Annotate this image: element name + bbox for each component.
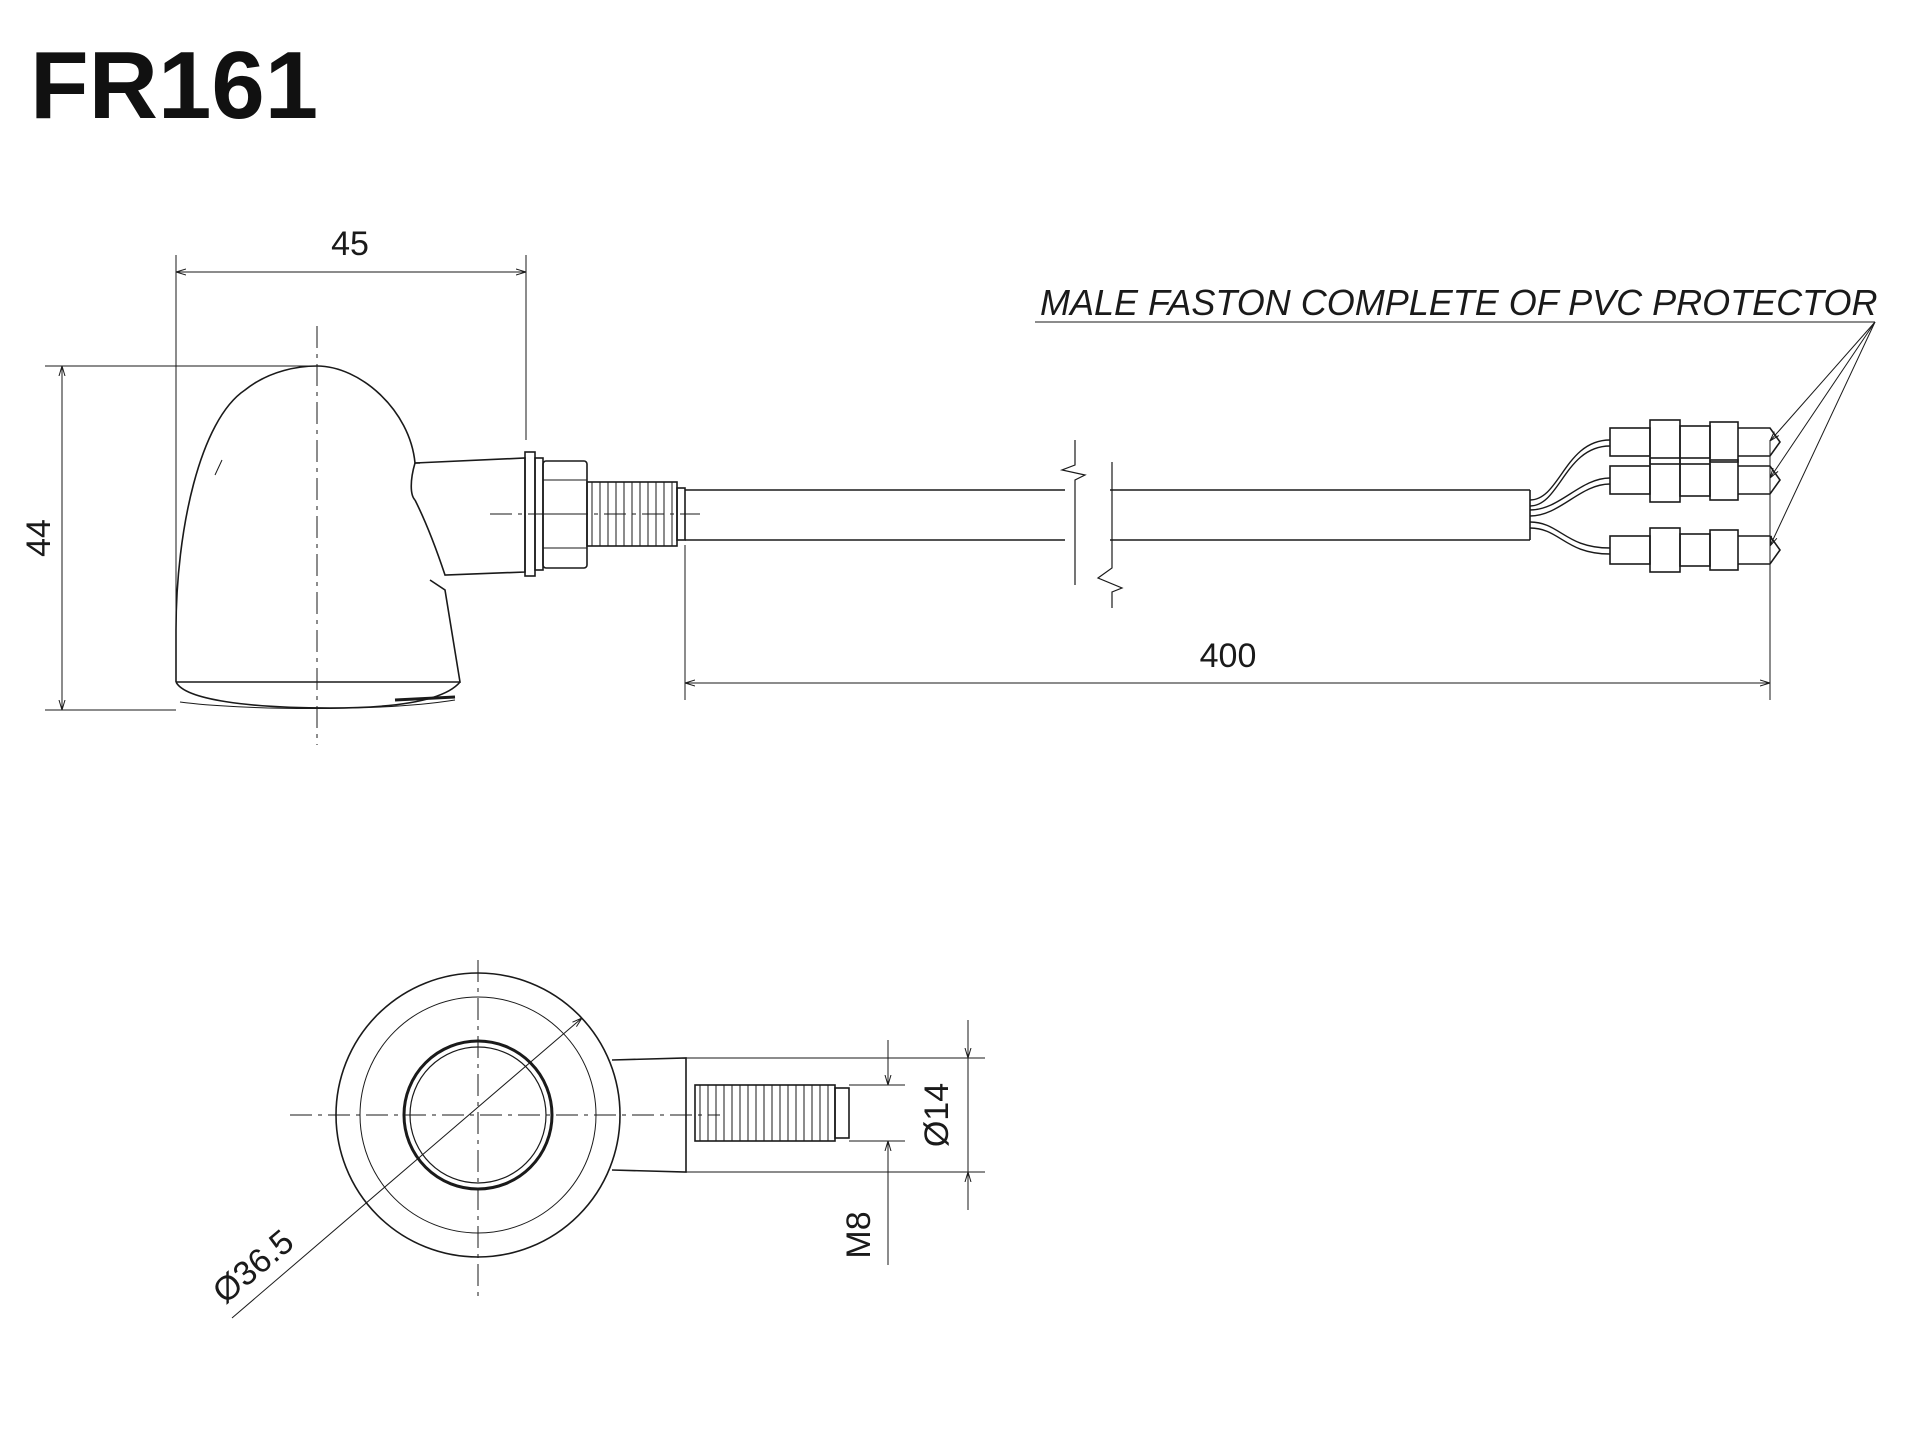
connector-note: MALE FASTON COMPLETE OF PVC PROTECTOR <box>1040 282 1877 323</box>
threaded-stud <box>586 481 686 547</box>
side-view-dimensions <box>45 255 1876 711</box>
side-view <box>175 326 1781 745</box>
drawing-title: FR161 <box>30 32 318 139</box>
height-dimension-label: 44 <box>20 519 58 557</box>
front-view-dimensions <box>231 1018 985 1319</box>
front-bracket <box>611 1057 687 1173</box>
cable <box>685 440 1531 608</box>
front-view <box>290 960 850 1300</box>
lamp-bracket <box>410 457 526 576</box>
front-threaded-stud <box>694 1084 850 1142</box>
side-view-centerlines <box>316 326 700 745</box>
body-diameter-label: Ø36.5 <box>206 1222 301 1311</box>
cable-length-label: 400 <box>1200 637 1257 675</box>
middle-ring <box>359 996 597 1234</box>
lens-inner <box>409 1046 547 1184</box>
bracket-diameter-label: Ø14 <box>918 1083 956 1147</box>
thread-label: M8 <box>840 1211 878 1258</box>
washer-nut <box>524 451 588 577</box>
faston-connector-2 <box>1609 457 1781 503</box>
lamp-body <box>175 365 461 709</box>
front-view-centerlines <box>290 960 720 1300</box>
wires <box>1529 439 1611 555</box>
outer-ring <box>335 972 621 1258</box>
faston-connector-3 <box>1609 527 1781 573</box>
width-dimension-label: 45 <box>331 225 369 263</box>
faston-connector-1 <box>1609 419 1781 465</box>
lens-outer <box>402 1039 554 1191</box>
